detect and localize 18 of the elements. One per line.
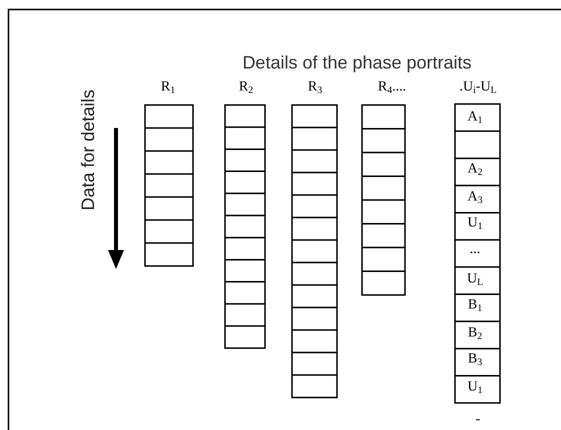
column-header: R$_{3}$ xyxy=(308,80,322,96)
cell-label: U$_{1}$ xyxy=(467,380,483,396)
cell-label: B$_{2}$ xyxy=(468,326,482,342)
column-header: R$_{4}$.... xyxy=(378,80,406,96)
cell-label: ... xyxy=(470,243,480,257)
cell-label: U$_{1}$ xyxy=(467,216,483,232)
column-header: R$_{2}$ xyxy=(238,80,254,96)
diagram-title: Details of the phase portraits xyxy=(242,52,472,74)
column-header: .U$_{i}$-U$_{L}$ xyxy=(459,80,497,96)
cell-label: - xyxy=(476,413,480,427)
cell-label: A$_{2}$ xyxy=(467,162,483,178)
column-header: R$_{1}$ xyxy=(160,80,176,96)
axis-label: Data for details xyxy=(79,89,97,211)
cell-label: U$_{L}$ xyxy=(466,272,484,288)
cell-label: A$_{3}$ xyxy=(467,190,483,206)
cell-label: B$_{3}$ xyxy=(468,352,482,368)
cell-label: A$_{1}$ xyxy=(467,110,483,126)
cell-label: B$_{1}$ xyxy=(468,298,482,314)
